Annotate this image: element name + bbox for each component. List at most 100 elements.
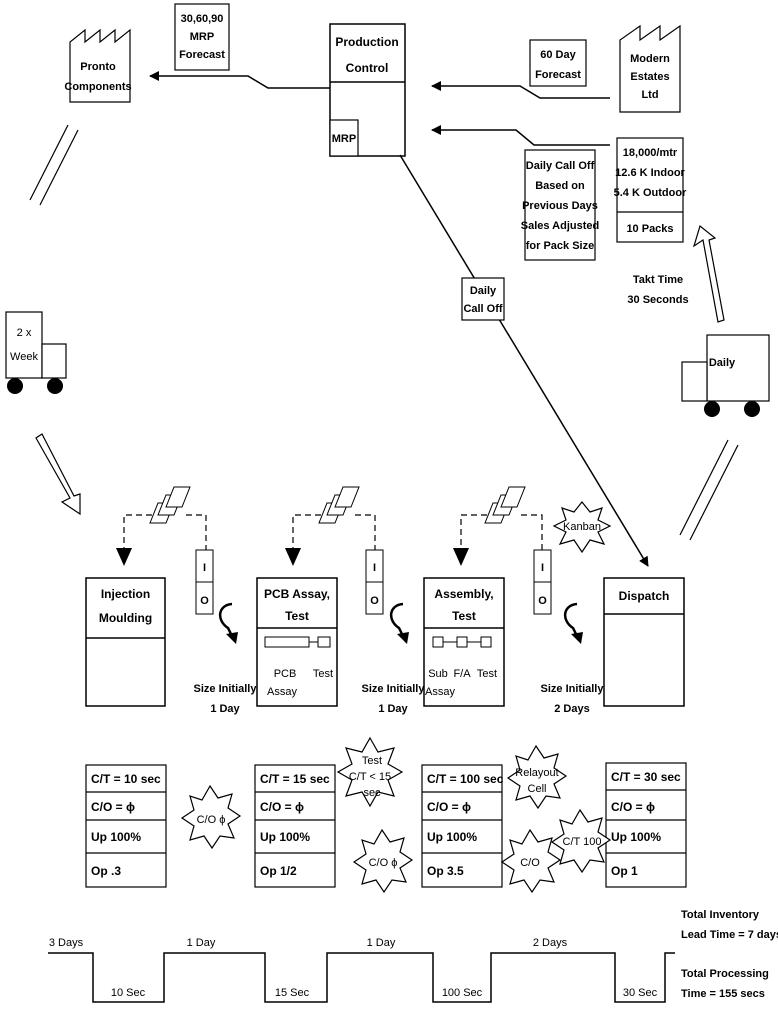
svg-text:MRP: MRP [190,31,214,43]
svg-text:60 Day: 60 Day [540,49,576,61]
kanban-signal-line [292,514,321,548]
kaizen-burst-co-2: C/O ϕ [352,828,414,894]
svg-text:Up 100%: Up 100% [611,830,661,844]
total-inventory-label: Total Inventory [681,909,760,921]
svg-text:sec: sec [363,787,381,799]
electronic-info-arrow-to-supplier [149,71,330,89]
data-box-assembly: C/T = 100 sec C/O = ϕ Up 100% Op 3.5 [421,764,504,888]
svg-text:Sub: Sub [428,668,448,680]
mrp-label: MRP [332,133,356,145]
svg-text:C/T = 10 sec: C/T = 10 sec [91,772,161,786]
size-value: 1 Day [210,703,240,715]
svg-text:Op .3: Op .3 [91,864,121,878]
calloff-line-to-dispatch [399,154,649,567]
withdrawal-kanban-icon [318,486,360,524]
process-dispatch: Dispatch [603,577,685,707]
svg-text:Assay: Assay [267,686,297,698]
process-assembly-test: Assembly, Test Sub Assay F/A Test [423,577,505,707]
total-processing-label: Total Processing [681,968,769,980]
svg-text:C/O = ϕ: C/O = ϕ [611,800,655,814]
timeline-days: 1 Day [367,937,396,949]
svg-text:Op 1: Op 1 [611,864,638,878]
svg-text:30,60,90: 30,60,90 [181,13,224,25]
timeline-secs: 30 Sec [623,987,658,999]
svg-text:Forecast: Forecast [535,69,581,81]
svg-text:O: O [370,595,379,607]
kaizen-burst-test: Test C/T < 15 sec [336,736,404,808]
kaizen-burst-co-1: C/O ϕ [180,784,242,850]
timeline-ladder [48,952,675,1003]
svg-text:Previous Days: Previous Days [522,200,598,212]
forecast-to-supplier: 30,60,90 MRP Forecast [174,3,230,71]
svg-text:for Pack Size: for Pack Size [526,240,594,252]
svg-text:F/A: F/A [453,668,471,680]
svg-text:PCB: PCB [274,668,297,680]
svg-text:PCB Assay,: PCB Assay, [264,587,330,601]
daily-calloff-label: Daily Call Off [461,277,505,321]
timeline-days: 2 Days [533,937,568,949]
customer-link-line-1 [679,439,729,536]
kaizen-burst-co-3: C/O [500,828,562,894]
customer-factory-icon: Modern Estates Ltd [619,24,681,113]
kanban-return-line [355,514,376,550]
svg-text:C/T 100: C/T 100 [563,836,602,848]
svg-text:I: I [541,562,544,574]
size-label: Size Initially [541,683,605,695]
svg-text:Up 100%: Up 100% [91,830,141,844]
timeline-days: 3 Days [49,937,84,949]
shipment-arrow-to-customer [692,224,725,323]
svg-text:18,000/mtr: 18,000/mtr [623,147,678,159]
io-buffer: I O [195,549,214,615]
electronic-info-arrow-calloff [431,125,610,146]
svg-text:Sales Adjusted: Sales Adjusted [521,220,599,232]
svg-text:5.4 K Outdoor: 5.4 K Outdoor [614,187,687,199]
svg-text:Daily: Daily [709,357,736,369]
svg-text:Call Off: Call Off [463,303,502,315]
svg-text:Dispatch: Dispatch [619,589,670,603]
supplier-name-1: Pronto [80,61,116,73]
size-value: 2 Days [554,703,589,715]
supplier-link-line-2 [39,129,79,206]
svg-text:Assay: Assay [425,686,455,698]
svg-text:O: O [538,595,547,607]
kanban-burst: Kanban [552,501,612,554]
svg-text:Forecast: Forecast [179,49,225,61]
takt-time-label: Takt Time [633,274,683,286]
withdrawal-kanban-icon [484,486,526,524]
electronic-info-arrow-forecast [431,81,610,99]
production-control-title-1: Production [335,35,398,49]
svg-text:Week: Week [10,351,38,363]
timeline-days: 1 Day [187,937,216,949]
svg-text:C/O: C/O [520,857,540,869]
customer-name-3: Ltd [641,89,658,101]
svg-text:Cell: Cell [528,783,547,795]
svg-text:Kanban: Kanban [563,521,601,533]
kanban-signal-line [460,514,487,548]
total-processing-value: Time = 155 secs [681,988,765,1000]
svg-text:C/O = ϕ: C/O = ϕ [427,800,471,814]
push-arrow-icon [219,602,234,637]
forecast-from-customer: 60 Day Forecast [529,39,587,87]
svg-text:C/T < 15: C/T < 15 [349,771,391,783]
svg-text:Test: Test [477,668,497,680]
kaizen-burst-relayout: Relayout Cell [506,744,568,810]
svg-text:Daily: Daily [470,285,497,297]
process-injection-moulding: Injection Moulding [85,577,166,707]
svg-text:2 x: 2 x [17,327,32,339]
kaizen-burst-ct-100: C/T 100 [550,808,612,874]
customer-link-line-2 [689,444,739,541]
customer-name-2: Estates [630,71,669,83]
svg-text:12.6 K Indoor: 12.6 K Indoor [615,167,685,179]
kanban-arrowhead [453,548,469,566]
svg-text:C/O ϕ: C/O ϕ [369,857,398,869]
svg-text:Daily Call Off: Daily Call Off [526,160,595,172]
timeline-secs: 10 Sec [111,987,146,999]
kanban-arrowhead [116,548,132,566]
svg-text:C/T = 100 sec: C/T = 100 sec [427,772,504,786]
supplier-truck-icon: 2 x Week [5,311,67,394]
customer-truck-icon: Daily [681,334,770,417]
svg-text:10 Packs: 10 Packs [626,223,673,235]
svg-text:C/O = ϕ: C/O = ϕ [91,800,135,814]
kanban-return-line [521,514,543,550]
